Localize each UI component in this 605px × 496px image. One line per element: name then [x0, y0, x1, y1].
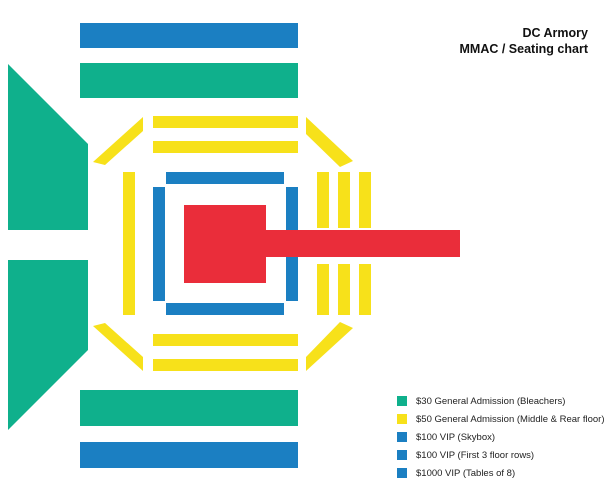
vip-row-bottom[interactable] [166, 303, 284, 315]
legend-item-bleachers: $30 General Admission (Bleachers) [397, 392, 605, 410]
legend-item-general-admission: $50 General Admission (Middle & Rear flo… [397, 410, 605, 428]
floor-column-right-top-2[interactable] [338, 172, 350, 228]
legend-label: $30 General Admission (Bleachers) [416, 395, 566, 407]
legend-swatch [397, 414, 407, 424]
floor-column-right-top-1[interactable] [317, 172, 329, 228]
legend-swatch [397, 450, 407, 460]
legend-label: $50 General Admission (Middle & Rear flo… [416, 413, 605, 425]
chart-subtitle: MMAC / Seating chart [459, 42, 589, 56]
legend-label: $100 VIP (Skybox) [416, 431, 496, 443]
legend: $30 General Admission (Bleachers) $50 Ge… [397, 392, 605, 482]
legend-swatch [397, 468, 407, 478]
vip-row-top[interactable] [166, 172, 284, 184]
bleacher-left-upper[interactable] [8, 64, 88, 230]
floor-column-right-top-3[interactable] [359, 172, 371, 228]
legend-label: $100 VIP (First 3 floor rows) [416, 449, 535, 461]
skybox-bottom[interactable] [80, 442, 298, 468]
legend-item-vip-tables: $1000 VIP (Tables of 8) [397, 464, 605, 482]
floor-column-right-bottom-2[interactable] [338, 264, 350, 315]
floor-corner-bottom-right[interactable] [306, 322, 353, 371]
legend-item-vip-skybox: $100 VIP (Skybox) [397, 428, 605, 446]
floor-column-right-bottom-1[interactable] [317, 264, 329, 315]
legend-label: $1000 VIP (Tables of 8) [416, 467, 516, 479]
floor-corner-top-right[interactable] [306, 117, 353, 167]
floor-column-left[interactable] [123, 172, 135, 315]
bleacher-left-lower[interactable] [8, 260, 88, 430]
legend-swatch [397, 396, 407, 406]
venue-title: DC Armory [522, 26, 588, 40]
floor-row-bottom-2[interactable] [153, 359, 298, 371]
floor-row-bottom-1[interactable] [153, 334, 298, 346]
vip-column-left[interactable] [153, 187, 165, 301]
legend-swatch [397, 432, 407, 442]
bleacher-top[interactable] [80, 63, 298, 98]
bleacher-bottom[interactable] [80, 390, 298, 426]
legend-item-vip-floor-rows: $100 VIP (First 3 floor rows) [397, 446, 605, 464]
floor-corner-bottom-left[interactable] [93, 323, 143, 371]
skybox-top[interactable] [80, 23, 298, 48]
entrance-walkway [264, 230, 460, 257]
floor-column-right-bottom-3[interactable] [359, 264, 371, 315]
cage-ring [184, 205, 266, 283]
floor-row-top-1[interactable] [153, 116, 298, 128]
floor-row-top-2[interactable] [153, 141, 298, 153]
floor-corner-top-left[interactable] [93, 117, 143, 165]
